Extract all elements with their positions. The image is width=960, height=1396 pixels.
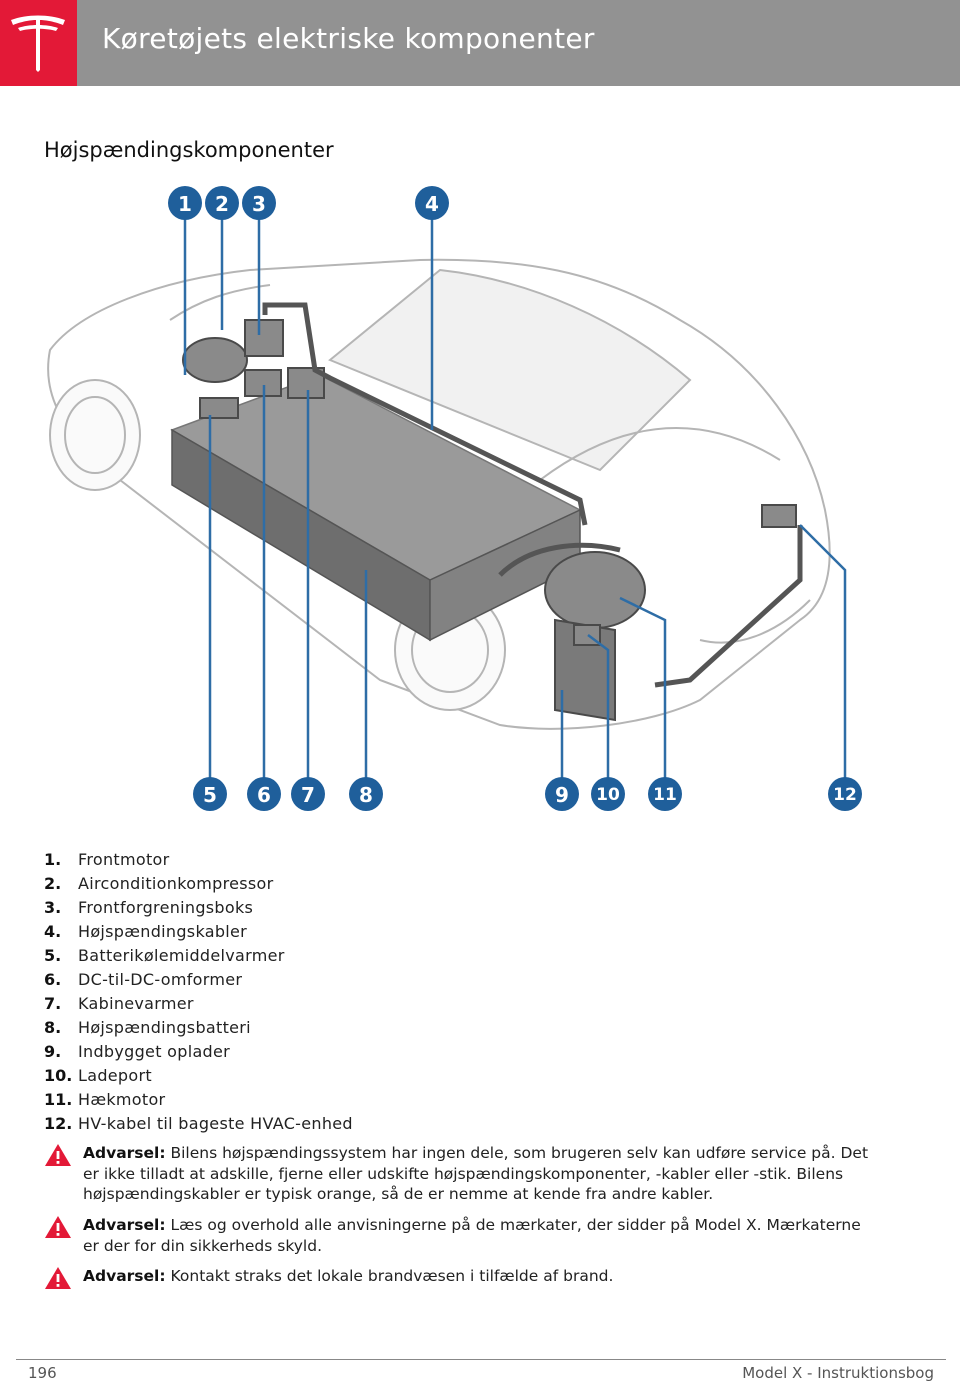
list-item: 3.Frontforgreningsboks <box>44 898 254 917</box>
list-item: 7.Kabinevarmer <box>44 994 194 1013</box>
svg-text:8: 8 <box>359 783 373 807</box>
page-title: Køretøjets elektriske komponenter <box>102 22 595 55</box>
svg-text:11: 11 <box>653 785 677 805</box>
callout-1: 1 <box>168 186 202 220</box>
rear-window-edge <box>539 427 781 481</box>
warning-icon <box>45 1144 71 1166</box>
warning-3: Advarsel: Kontakt straks det lokale bran… <box>44 1266 874 1289</box>
list-item: 8.Højspændingsbatteri <box>44 1018 251 1037</box>
warning-text: Kontakt straks det lokale brandvæsen i t… <box>165 1267 614 1285</box>
svg-text:6: 6 <box>257 783 271 807</box>
list-item: 1.Frontmotor <box>44 850 170 869</box>
document-name: Model X - Instruktionsbog <box>742 1364 934 1382</box>
callout-9: 9 <box>545 777 579 811</box>
callout-10: 10 <box>591 777 625 811</box>
callout-4: 4 <box>415 186 449 220</box>
callout-11: 11 <box>648 777 682 811</box>
list-item: 4.Højspændingskabler <box>44 922 248 941</box>
svg-text:12: 12 <box>833 785 857 805</box>
warning-label: Advarsel: <box>83 1144 166 1162</box>
page-header: Køretøjets elektriske komponenter <box>0 0 960 86</box>
svg-text:5: 5 <box>203 783 217 807</box>
svg-text:10: 10 <box>596 785 620 805</box>
section-title: Højspændingskomponenter <box>44 138 334 162</box>
parts-list: 1.Frontmotor 2.Airconditionkompressor 3.… <box>44 848 904 1136</box>
svg-text:4: 4 <box>425 192 439 216</box>
tesla-logo-icon <box>11 15 65 72</box>
tesla-logo <box>0 0 77 86</box>
callout-8: 8 <box>349 777 383 811</box>
callout-7: 7 <box>291 777 325 811</box>
warning-icon <box>45 1216 71 1238</box>
warning-icon <box>45 1267 71 1289</box>
warning-1: Advarsel: Bilens højspændingssystem har … <box>44 1143 874 1205</box>
rear-bumper-line <box>699 599 811 644</box>
callout-5: 5 <box>193 777 227 811</box>
svg-text:7: 7 <box>301 783 315 807</box>
page-number: 196 <box>28 1364 57 1382</box>
callout-2: 2 <box>205 186 239 220</box>
svg-text:2: 2 <box>215 192 229 216</box>
glass-roof <box>328 268 692 472</box>
hood-line <box>169 284 271 321</box>
list-item: 10.Ladeport <box>44 1066 152 1085</box>
list-item: 2.Airconditionkompressor <box>44 874 274 893</box>
footer-divider <box>16 1359 946 1360</box>
svg-text:1: 1 <box>178 192 192 216</box>
front-wheel-rim <box>64 396 126 474</box>
list-item: 9.Indbygget oplader <box>44 1042 231 1061</box>
front-wheel <box>49 379 141 491</box>
svg-text:9: 9 <box>555 783 569 807</box>
warning-label: Advarsel: <box>83 1216 166 1234</box>
list-item: 11.Hækmotor <box>44 1090 166 1109</box>
callout-12: 12 <box>828 777 862 811</box>
svg-text:3: 3 <box>252 192 266 216</box>
vehicle-diagram: 1 2 3 4 5 6 7 8 9 10 11 12 <box>0 180 960 820</box>
car-body-outline <box>47 258 831 730</box>
list-item: 5.Batterikølemiddelvarmer <box>44 946 285 965</box>
warning-text: Læs og overhold alle anvisningerne på de… <box>83 1216 861 1255</box>
high-voltage-components-illustration: 1 2 3 4 5 6 7 8 9 10 11 12 <box>47 186 862 811</box>
warning-label: Advarsel: <box>83 1267 166 1285</box>
warning-text: Bilens højspændingssystem har ingen dele… <box>83 1144 869 1203</box>
warning-2: Advarsel: Læs og overhold alle anvisning… <box>44 1215 874 1256</box>
list-item: 12.HV-kabel til bageste HVAC-enhed <box>44 1114 353 1133</box>
callout-6: 6 <box>247 777 281 811</box>
callout-3: 3 <box>242 186 276 220</box>
list-item: 6.DC-til-DC-omformer <box>44 970 243 989</box>
leader-lines <box>183 204 847 794</box>
